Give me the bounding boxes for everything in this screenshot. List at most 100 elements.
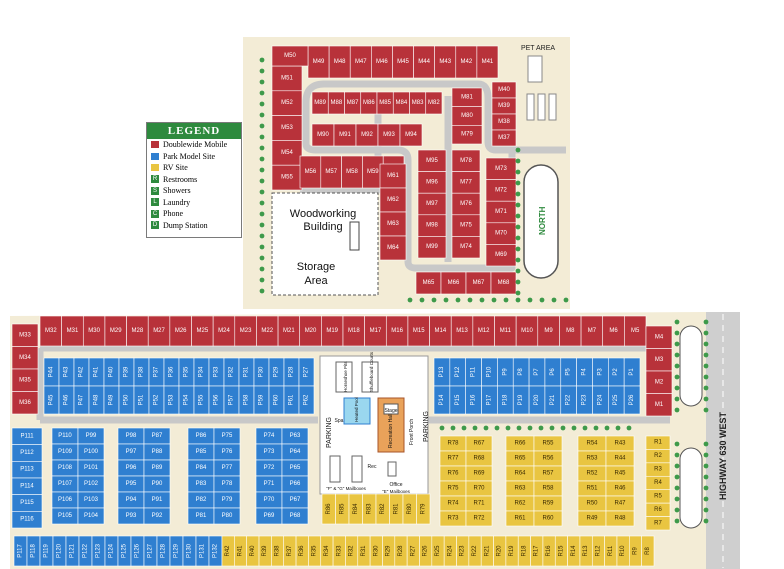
- site-p20[interactable]: P20: [528, 385, 546, 415]
- site-r36[interactable]: R36: [295, 535, 309, 567]
- site-r1[interactable]: R1: [645, 435, 671, 450]
- site-p111[interactable]: P111: [11, 427, 43, 445]
- site-r18[interactable]: R18: [517, 535, 531, 567]
- site-p60[interactable]: P60: [268, 385, 285, 415]
- site-p112[interactable]: P112: [11, 444, 43, 462]
- site-r85[interactable]: R85: [335, 493, 350, 525]
- site-p114[interactable]: P114: [11, 477, 43, 495]
- site-m78[interactable]: M78: [451, 149, 481, 172]
- site-p39[interactable]: P39: [118, 357, 135, 387]
- site-r43[interactable]: R43: [605, 435, 635, 452]
- site-m98[interactable]: M98: [417, 214, 447, 237]
- site-m19[interactable]: M19: [321, 315, 344, 347]
- site-r76[interactable]: R76: [439, 465, 467, 482]
- site-m66[interactable]: M66: [440, 271, 467, 295]
- site-r49[interactable]: R49: [577, 510, 607, 527]
- site-r57[interactable]: R57: [533, 465, 563, 482]
- site-m29[interactable]: M29: [104, 315, 127, 347]
- site-r2[interactable]: R2: [645, 449, 671, 464]
- site-r9[interactable]: R9: [629, 535, 642, 567]
- site-m12[interactable]: M12: [472, 315, 495, 347]
- site-p25[interactable]: P25: [608, 385, 625, 415]
- site-m39[interactable]: M39: [491, 97, 517, 115]
- site-p93[interactable]: P93: [117, 507, 145, 525]
- site-m73[interactable]: M73: [485, 157, 517, 180]
- site-r51[interactable]: R51: [577, 480, 607, 497]
- site-r27[interactable]: R27: [406, 535, 420, 567]
- site-r60[interactable]: R60: [533, 510, 563, 527]
- site-p81[interactable]: P81: [187, 507, 215, 525]
- site-p2[interactable]: P2: [608, 357, 625, 387]
- site-m95[interactable]: M95: [417, 149, 447, 172]
- site-r45[interactable]: R45: [605, 465, 635, 482]
- site-m79[interactable]: M79: [451, 125, 483, 145]
- site-p123[interactable]: P123: [91, 535, 106, 567]
- site-m58[interactable]: M58: [341, 155, 363, 189]
- site-p105[interactable]: P105: [51, 507, 79, 525]
- site-m37[interactable]: M37: [491, 129, 517, 147]
- site-r34[interactable]: R34: [320, 535, 334, 567]
- site-r30[interactable]: R30: [369, 535, 383, 567]
- site-p102[interactable]: P102: [77, 475, 105, 493]
- site-p100[interactable]: P100: [77, 443, 105, 461]
- site-p35[interactable]: P35: [178, 357, 195, 387]
- site-r13[interactable]: R13: [579, 535, 593, 567]
- site-r63[interactable]: R63: [505, 480, 535, 497]
- site-r42[interactable]: R42: [221, 535, 235, 567]
- site-m81[interactable]: M81: [451, 87, 483, 107]
- site-m27[interactable]: M27: [147, 315, 171, 347]
- site-r11[interactable]: R11: [604, 535, 618, 567]
- site-p41[interactable]: P41: [88, 357, 105, 387]
- site-m17[interactable]: M17: [364, 315, 387, 347]
- site-p113[interactable]: P113: [11, 461, 43, 479]
- site-p84[interactable]: P84: [187, 459, 215, 477]
- site-m3[interactable]: M3: [645, 348, 673, 372]
- site-m48[interactable]: M48: [328, 45, 351, 79]
- site-r41[interactable]: R41: [234, 535, 247, 567]
- site-m90[interactable]: M90: [311, 123, 335, 147]
- site-m57[interactable]: M57: [320, 155, 342, 189]
- site-m94[interactable]: M94: [399, 123, 423, 147]
- site-p9[interactable]: P9: [497, 357, 514, 387]
- site-m67[interactable]: M67: [465, 271, 492, 295]
- site-p45[interactable]: P45: [43, 385, 60, 415]
- site-p28[interactable]: P28: [283, 357, 300, 387]
- site-r71[interactable]: R71: [465, 495, 493, 512]
- site-p42[interactable]: P42: [73, 357, 90, 387]
- site-m83[interactable]: M83: [409, 91, 427, 115]
- site-m28[interactable]: M28: [126, 315, 149, 347]
- site-m35[interactable]: M35: [11, 368, 39, 392]
- site-m91[interactable]: M91: [333, 123, 357, 147]
- site-m10[interactable]: M10: [515, 315, 539, 347]
- site-p54[interactable]: P54: [178, 385, 195, 415]
- site-m24[interactable]: M24: [212, 315, 236, 347]
- site-r6[interactable]: R6: [645, 502, 671, 517]
- site-r75[interactable]: R75: [439, 480, 467, 497]
- site-m69[interactable]: M69: [485, 244, 517, 267]
- site-m50[interactable]: M50: [271, 45, 309, 67]
- site-m18[interactable]: M18: [342, 315, 365, 347]
- site-p68[interactable]: P68: [281, 507, 309, 525]
- site-p6[interactable]: P6: [544, 357, 562, 387]
- site-m15[interactable]: M15: [407, 315, 430, 347]
- site-p55[interactable]: P55: [193, 385, 210, 415]
- site-m45[interactable]: M45: [392, 45, 414, 79]
- site-p107[interactable]: P107: [51, 475, 79, 493]
- site-p98[interactable]: P98: [117, 427, 145, 445]
- site-p104[interactable]: P104: [77, 507, 105, 525]
- site-p49[interactable]: P49: [103, 385, 120, 415]
- site-m21[interactable]: M21: [277, 315, 301, 347]
- site-m93[interactable]: M93: [377, 123, 401, 147]
- site-r15[interactable]: R15: [554, 535, 568, 567]
- site-p99[interactable]: P99: [77, 427, 105, 445]
- site-p97[interactable]: P97: [117, 443, 145, 461]
- site-r65[interactable]: R65: [505, 450, 535, 467]
- site-p80[interactable]: P80: [213, 507, 241, 525]
- site-m87[interactable]: M87: [344, 91, 362, 115]
- site-p120[interactable]: P120: [52, 535, 67, 567]
- site-p125[interactable]: P125: [117, 535, 132, 567]
- site-m42[interactable]: M42: [455, 45, 478, 79]
- site-r66[interactable]: R66: [505, 435, 535, 452]
- site-r20[interactable]: R20: [493, 535, 507, 567]
- site-p8[interactable]: P8: [512, 357, 530, 387]
